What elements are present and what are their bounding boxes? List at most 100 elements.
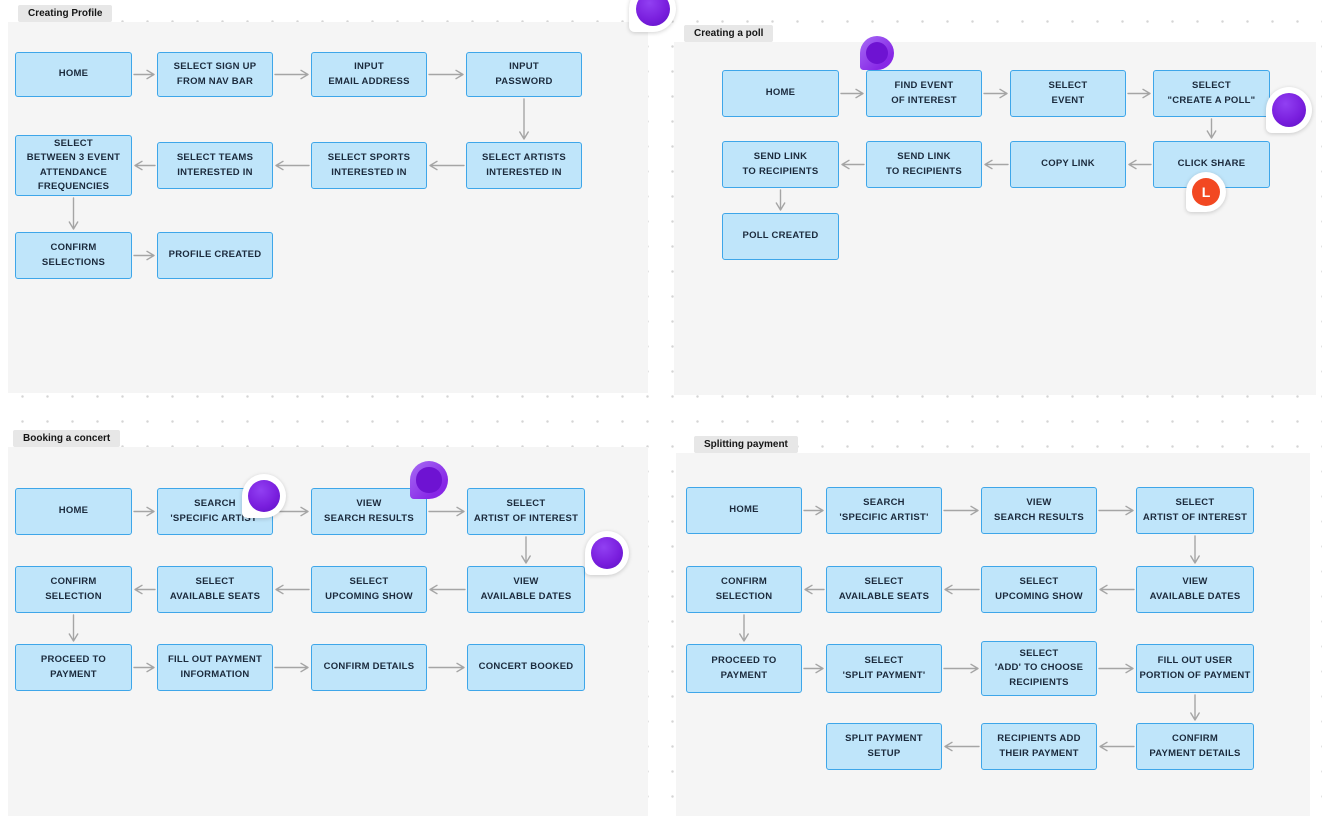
flow-node-q1[interactable]: HOME — [722, 70, 839, 117]
flow-node-s9[interactable]: PROCEED TO PAYMENT — [686, 644, 802, 693]
flow-node-label: SEARCH 'SPECIFIC ARTIST' — [170, 498, 260, 524]
flow-node-p9[interactable]: CONFIRM SELECTIONS — [15, 232, 132, 279]
flow-node-label: SELECT TEAMS INTERESTED IN — [176, 152, 254, 178]
flow-node-b12[interactable]: CONCERT BOOKED — [467, 644, 585, 691]
collaborator-cursor-icon — [410, 461, 448, 499]
flow-node-s11[interactable]: SELECT 'ADD' TO CHOOSE RECIPIENTS — [981, 641, 1097, 696]
flow-node-b1[interactable]: HOME — [15, 488, 132, 535]
avatar-stamp-bubble[interactable]: L — [1186, 172, 1226, 212]
flow-node-s3[interactable]: VIEW SEARCH RESULTS — [981, 487, 1097, 534]
flow-node-label: SELECT BETWEEN 3 EVENT ATTENDANCE FREQUE… — [26, 138, 121, 192]
flow-node-p6[interactable]: SELECT SPORTS INTERESTED IN — [311, 142, 427, 189]
flow-node-q9[interactable]: POLL CREATED — [722, 213, 839, 260]
flow-node-s4[interactable]: SELECT ARTIST OF INTEREST — [1136, 487, 1254, 534]
flow-node-label: SELECT "CREATE A POLL" — [1167, 80, 1256, 106]
flow-node-p8[interactable]: SELECT BETWEEN 3 EVENT ATTENDANCE FREQUE… — [15, 135, 132, 196]
flow-node-q2[interactable]: FIND EVENT OF INTEREST — [866, 70, 982, 117]
flow-node-label: HOME — [58, 505, 89, 517]
flow-node-b3[interactable]: VIEW SEARCH RESULTS — [311, 488, 427, 535]
flow-node-b10[interactable]: FILL OUT PAYMENT INFORMATION — [157, 644, 273, 691]
flow-node-s13[interactable]: CONFIRM PAYMENT DETAILS — [1136, 723, 1254, 770]
stamp-bubble[interactable] — [242, 474, 286, 518]
flow-node-p2[interactable]: SELECT SIGN UP FROM NAV BAR — [157, 52, 273, 97]
flow-node-label: POLL CREATED — [742, 230, 819, 242]
flow-node-p5[interactable]: SELECT ARTISTS INTERESTED IN — [466, 142, 582, 189]
flow-node-label: SELECT 'SPLIT PAYMENT' — [842, 655, 926, 681]
flow-node-label: SELECT SIGN UP FROM NAV BAR — [173, 61, 257, 87]
flow-node-s12[interactable]: FILL OUT USER PORTION OF PAYMENT — [1136, 644, 1254, 693]
flow-node-label: HOME — [729, 504, 759, 516]
section-tab-creating-profile[interactable]: Creating Profile — [18, 5, 113, 22]
flow-node-label: INPUT EMAIL ADDRESS — [328, 61, 410, 87]
flow-node-q4[interactable]: SELECT "CREATE A POLL" — [1153, 70, 1270, 117]
stamp-bubble[interactable] — [1266, 87, 1312, 133]
flow-node-q8[interactable]: SEND LINK TO RECIPIENTS — [722, 141, 839, 188]
flow-node-label: PROCEED TO PAYMENT — [711, 655, 777, 681]
flow-node-label: VIEW SEARCH RESULTS — [994, 497, 1084, 523]
stamp-dot-icon — [248, 480, 280, 512]
flow-node-b11[interactable]: CONFIRM DETAILS — [311, 644, 427, 691]
flow-node-b9[interactable]: PROCEED TO PAYMENT — [15, 644, 132, 691]
flow-node-label: FIND EVENT OF INTEREST — [891, 80, 957, 106]
flow-node-b6[interactable]: SELECT UPCOMING SHOW — [311, 566, 427, 613]
flow-node-s15[interactable]: SPLIT PAYMENT SETUP — [826, 723, 942, 770]
stamp-dot-icon — [591, 537, 623, 569]
flow-node-s2[interactable]: SEARCH 'SPECIFIC ARTIST' — [826, 487, 942, 534]
flow-node-p10[interactable]: PROFILE CREATED — [157, 232, 273, 279]
flow-node-s14[interactable]: RECIPIENTS ADD THEIR PAYMENT — [981, 723, 1097, 770]
flow-node-label: CLICK SHARE — [1177, 158, 1246, 170]
flow-node-label: INPUT PASSWORD — [495, 61, 553, 87]
flow-node-s7[interactable]: SELECT AVAILABLE SEATS — [826, 566, 942, 613]
stamp-dot-icon — [635, 0, 670, 26]
flow-node-label: SEND LINK TO RECIPIENTS — [742, 151, 819, 177]
flow-node-p3[interactable]: INPUT EMAIL ADDRESS — [311, 52, 427, 97]
section-tab-splitting-payment[interactable]: Splitting payment — [694, 436, 798, 453]
flow-node-p4[interactable]: INPUT PASSWORD — [466, 52, 582, 97]
flow-node-label: SELECT UPCOMING SHOW — [325, 576, 413, 602]
flow-node-q7[interactable]: SEND LINK TO RECIPIENTS — [866, 141, 982, 188]
flow-node-label: SEARCH 'SPECIFIC ARTIST' — [839, 497, 929, 523]
avatar-stamp-letter: L — [1192, 178, 1220, 206]
stamp-bubble[interactable] — [585, 531, 629, 575]
flow-node-label: SELECT AVAILABLE SEATS — [838, 576, 930, 602]
flow-node-label: HOME — [765, 87, 796, 99]
flow-node-b5[interactable]: VIEW AVAILABLE DATES — [467, 566, 585, 613]
flow-node-label: CONCERT BOOKED — [478, 661, 574, 673]
flow-node-label: HOME — [58, 68, 89, 80]
stamp-bubble[interactable] — [629, 0, 676, 32]
flow-node-label: CONFIRM SELECTION — [715, 576, 773, 602]
flow-node-label: SEND LINK TO RECIPIENTS — [886, 151, 962, 177]
flow-node-label: VIEW AVAILABLE DATES — [480, 576, 572, 602]
flow-node-label: CONFIRM SELECTIONS — [41, 242, 106, 268]
section-tab-creating-a-poll[interactable]: Creating a poll — [684, 25, 774, 42]
flow-node-label: CONFIRM PAYMENT DETAILS — [1149, 733, 1241, 759]
section-tab-booking-a-concert[interactable]: Booking a concert — [13, 430, 121, 447]
flow-node-label: SELECT EVENT — [1048, 80, 1088, 106]
flow-node-s8[interactable]: CONFIRM SELECTION — [686, 566, 802, 613]
flow-node-p1[interactable]: HOME — [15, 52, 132, 97]
flow-node-label: RECIPIENTS ADD THEIR PAYMENT — [997, 733, 1081, 759]
stamp-dot-icon — [1272, 93, 1306, 127]
flow-node-s6[interactable]: SELECT UPCOMING SHOW — [981, 566, 1097, 613]
flow-node-label: SELECT ARTIST OF INTEREST — [473, 498, 579, 524]
flow-node-label: SELECT 'ADD' TO CHOOSE RECIPIENTS — [994, 648, 1084, 688]
flow-node-label: SELECT UPCOMING SHOW — [995, 576, 1083, 602]
flow-node-b8[interactable]: CONFIRM SELECTION — [15, 566, 132, 613]
flow-node-p7[interactable]: SELECT TEAMS INTERESTED IN — [157, 142, 273, 189]
flow-node-label: CONFIRM SELECTION — [45, 576, 102, 602]
collaborator-cursor-icon — [860, 36, 894, 70]
flow-node-q6[interactable]: COPY LINK — [1010, 141, 1126, 188]
flow-node-s5[interactable]: VIEW AVAILABLE DATES — [1136, 566, 1254, 613]
cursor-inner-dot-icon — [865, 41, 889, 65]
flow-node-s1[interactable]: HOME — [686, 487, 802, 534]
flow-node-label: FILL OUT USER PORTION OF PAYMENT — [1139, 655, 1251, 681]
flow-node-label: CONFIRM DETAILS — [323, 661, 415, 673]
flow-node-b4[interactable]: SELECT ARTIST OF INTEREST — [467, 488, 585, 535]
flow-node-label: SELECT ARTISTS INTERESTED IN — [482, 152, 566, 178]
flow-node-label: COPY LINK — [1041, 158, 1095, 170]
flow-node-b7[interactable]: SELECT AVAILABLE SEATS — [157, 566, 273, 613]
flow-node-q3[interactable]: SELECT EVENT — [1010, 70, 1126, 117]
flow-node-s10[interactable]: SELECT 'SPLIT PAYMENT' — [826, 644, 942, 693]
flow-node-label: PROFILE CREATED — [168, 249, 262, 261]
